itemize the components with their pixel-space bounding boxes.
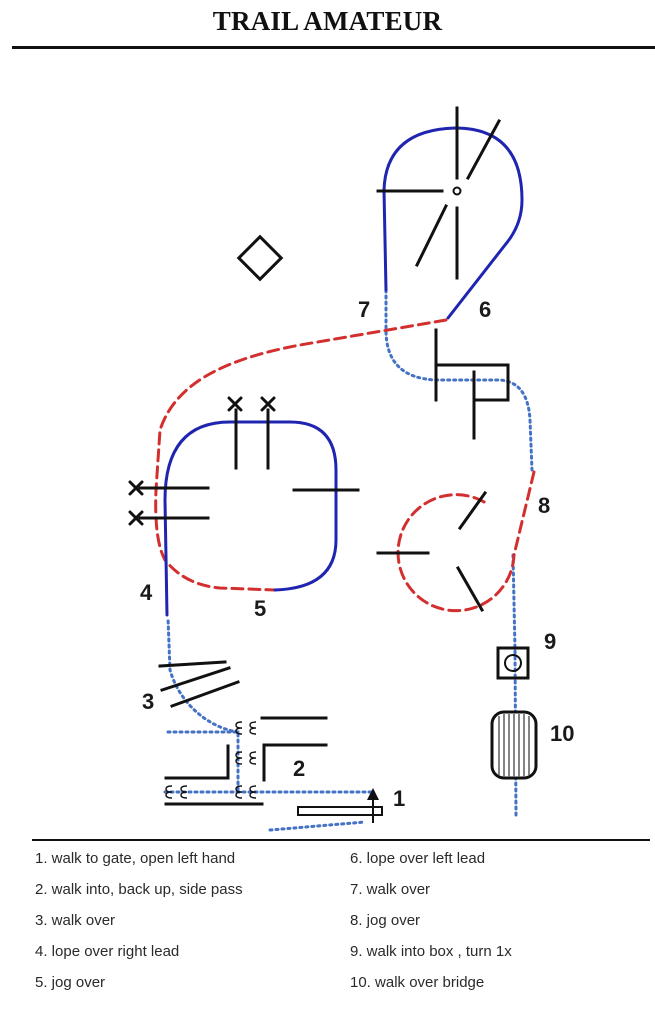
- legend-item: 9. walk into box , turn 1x: [350, 943, 512, 960]
- lope-path-left-lead: [382, 126, 524, 320]
- hoof-print-mark: [235, 751, 243, 765]
- jog-pole: [455, 565, 485, 613]
- legend-item: 3. walk over: [35, 912, 116, 929]
- x-marker: [128, 510, 144, 526]
- jog-path-8-connector: [512, 470, 536, 557]
- center-marker: [452, 186, 462, 196]
- page-title: TRAIL AMATEUR: [212, 6, 443, 36]
- walk-pole: [170, 680, 240, 708]
- lope-pole: [465, 118, 502, 181]
- gate: [297, 806, 383, 816]
- x-marker: [260, 396, 276, 412]
- walk-path-poles: [166, 616, 240, 734]
- obstacle-label-7: 7: [358, 297, 370, 322]
- x-marker: [227, 396, 243, 412]
- walk-path-gate: [268, 820, 367, 832]
- obstacle-label-5: 5: [254, 596, 266, 621]
- legend-item: 1. walk to gate, open left hand: [35, 850, 236, 867]
- turn-box-center: [504, 654, 522, 672]
- obstacle-label-9: 9: [544, 629, 556, 654]
- obstacle-label-6: 6: [479, 297, 491, 322]
- obstacle-label-8: 8: [538, 493, 550, 518]
- legend-left-column: 1. walk to gate, open left hand 2. walk …: [35, 848, 243, 1003]
- hoof-print-mark: [249, 751, 257, 765]
- legend-item: 5. jog over: [35, 974, 106, 991]
- legend-rule: [32, 839, 650, 841]
- gate-arrow-head: [367, 788, 379, 800]
- walk-pole: [160, 666, 231, 692]
- diamond-marker: [236, 234, 284, 282]
- bridge: [490, 710, 538, 780]
- legend-item: 7. walk over: [350, 881, 431, 898]
- legend-item: 8. jog over: [350, 912, 421, 929]
- lope-path-right-lead: [163, 420, 338, 617]
- obstacle-label-2: 2: [293, 756, 305, 781]
- walk-pole: [158, 660, 227, 668]
- turn-box: [496, 646, 530, 680]
- obstacle-label-10: 10: [550, 721, 574, 746]
- walk-path-box-entry: [166, 730, 240, 794]
- hoof-print-mark: [235, 785, 243, 799]
- hoof-print-mark: [180, 785, 188, 799]
- hoof-print-mark: [249, 785, 257, 799]
- legend-item: 4. lope over right lead: [35, 943, 180, 960]
- legend-right-column: 6. lope over left lead 7. walk over 8. j…: [350, 848, 512, 1003]
- legend-item: 2. walk into, back up, side pass: [35, 881, 243, 898]
- obstacle-label-3: 3: [142, 689, 154, 714]
- jog-path-connector: [154, 318, 448, 592]
- legend-item: 10. walk over bridge: [350, 974, 485, 991]
- x-marker: [128, 480, 144, 496]
- walk-path-7: [384, 288, 534, 472]
- obstacle-label-1: 1: [393, 786, 405, 811]
- obstacle-label-4: 4: [140, 580, 153, 605]
- hoof-print-mark: [165, 785, 173, 799]
- legend-item: 6. lope over left lead: [350, 850, 486, 867]
- jog-pole: [457, 490, 488, 531]
- hoof-print-mark: [235, 721, 243, 735]
- lope-pole: [414, 203, 449, 268]
- title-rule: [12, 46, 655, 49]
- jog-path-8-circle: [396, 493, 516, 613]
- hoof-print-mark: [249, 721, 257, 735]
- trail-pattern-diagram: 1 2 3 4 5 6 7 8 9 10: [128, 106, 574, 832]
